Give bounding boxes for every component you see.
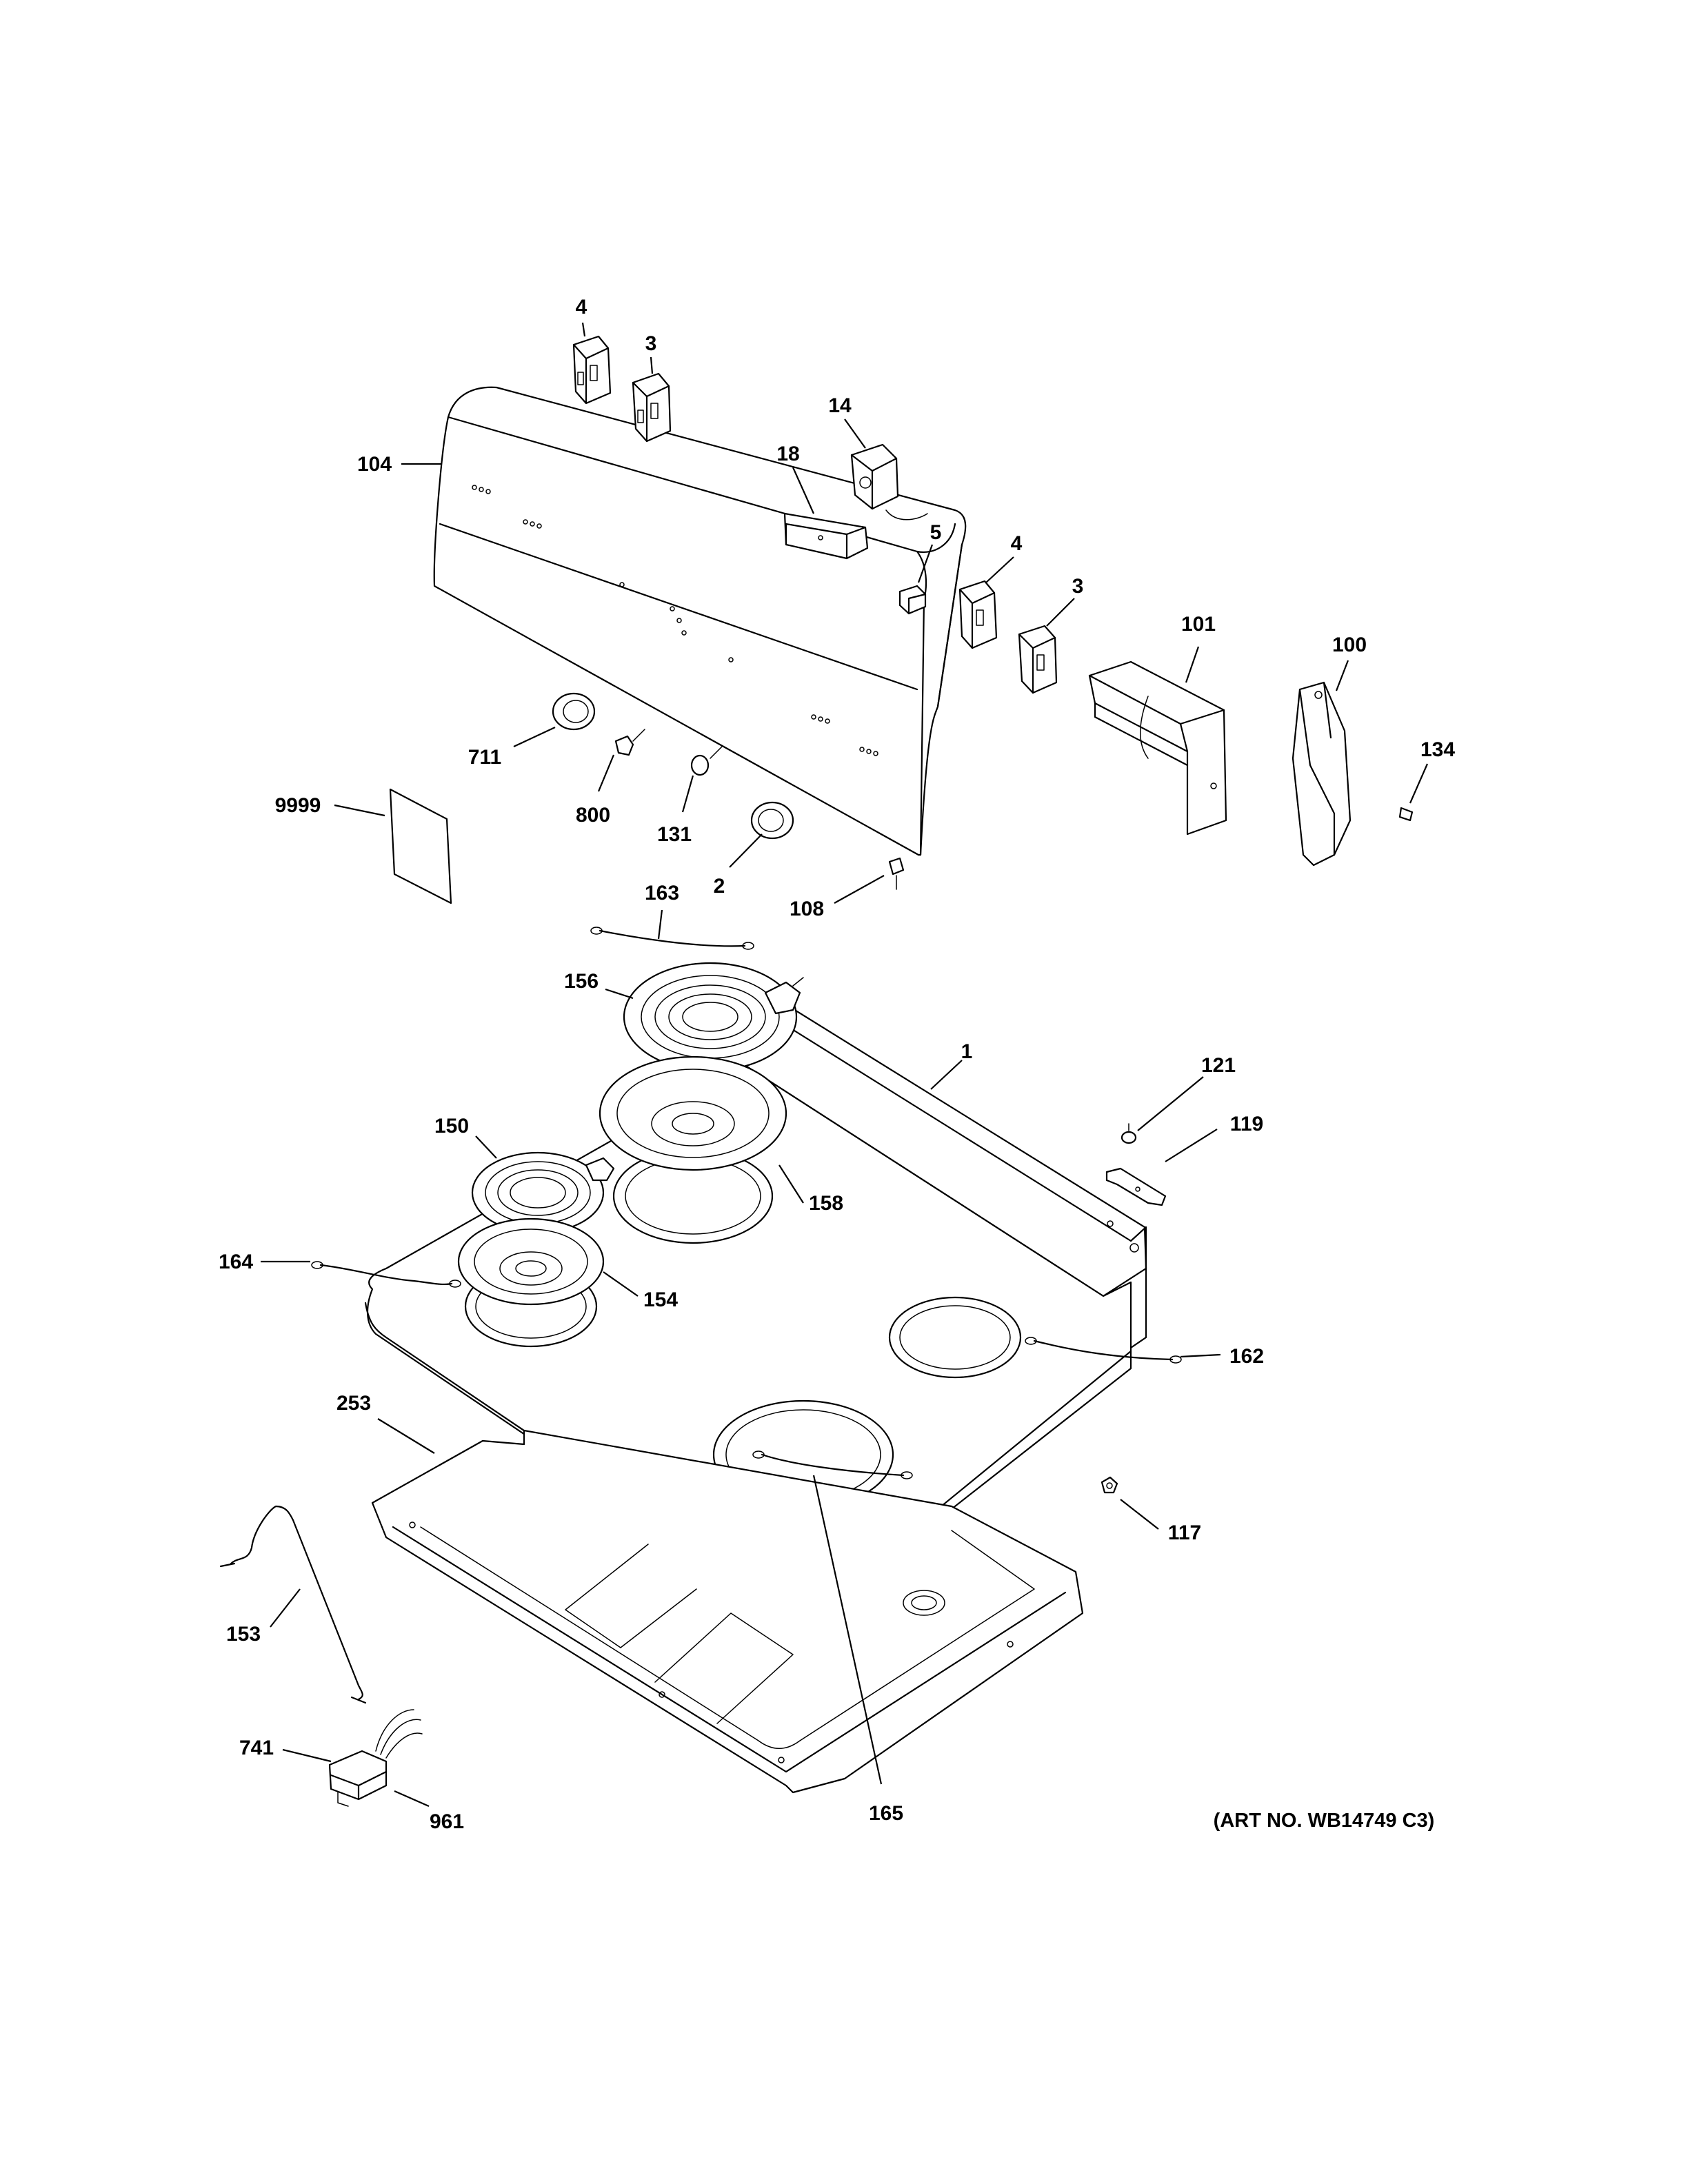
bottom-tray-253 [371, 1429, 1084, 1794]
control-panel-backsplash [433, 386, 967, 856]
bracket-100 [1292, 681, 1352, 867]
infinite-switch-3-mid [1018, 625, 1058, 694]
drip-pan-158 [599, 1055, 787, 1171]
terminal-block-741 [328, 1709, 423, 1807]
callout-1: 1 [961, 1040, 973, 1063]
callout-labels: 4 3 14 104 18 5 4 3 101 100 134 711 800 … [219, 296, 1455, 1833]
switch-5 [898, 585, 927, 615]
knob-2 [750, 801, 794, 840]
callout-121: 121 [1201, 1054, 1236, 1077]
art-number: (ART NO. WB14749 C3) [1214, 1810, 1435, 1832]
callout-253: 253 [336, 1392, 371, 1415]
callout-153: 153 [226, 1623, 261, 1646]
callout-165: 165 [869, 1802, 903, 1825]
callout-164: 164 [219, 1251, 253, 1273]
callout-131: 131 [657, 823, 692, 846]
callout-150: 150 [434, 1115, 469, 1138]
callout-117: 117 [1168, 1521, 1201, 1544]
part-800 [614, 729, 645, 756]
screw-121 [1121, 1123, 1137, 1144]
callout-800: 800 [576, 804, 610, 827]
part-108 [888, 857, 905, 890]
callout-961: 961 [430, 1810, 464, 1833]
timer-switch-14 [850, 443, 928, 520]
panel-holes [472, 485, 878, 756]
board-18 [783, 512, 869, 560]
callout-162: 162 [1229, 1345, 1264, 1368]
callout-104: 104 [357, 453, 392, 476]
hinge-119 [1105, 1167, 1167, 1206]
callout-18: 18 [776, 443, 799, 465]
knob-711 [552, 692, 596, 731]
callout-163: 163 [645, 882, 679, 904]
wire-163 [590, 927, 754, 950]
nut-117 [1101, 1476, 1118, 1494]
callout-2: 2 [714, 875, 725, 898]
callout-711: 711 [468, 746, 501, 769]
callout-4-mid: 4 [1011, 532, 1023, 555]
callout-158: 158 [809, 1192, 843, 1215]
burner-element-156 [623, 962, 804, 1072]
callout-156: 156 [564, 970, 599, 993]
callout-119: 119 [1230, 1113, 1263, 1135]
wire-153 [219, 1505, 367, 1704]
screw-134 [1398, 807, 1414, 822]
callout-14: 14 [828, 394, 852, 417]
literature-9999 [389, 788, 452, 904]
callout-154: 154 [643, 1288, 678, 1311]
part-131 [690, 745, 723, 776]
wire-162 [1025, 1337, 1182, 1364]
bracket-101 [1088, 660, 1227, 836]
infinite-switch-3-top [632, 372, 672, 443]
drip-pan-154 [457, 1217, 605, 1306]
callout-741: 741 [239, 1737, 274, 1759]
leader-lines [261, 322, 1429, 1808]
infinite-switch-4-top [572, 335, 612, 405]
callout-108: 108 [790, 898, 824, 920]
callout-4-top: 4 [576, 296, 587, 318]
wire-165 [752, 1450, 913, 1479]
callout-9999: 9999 [275, 794, 321, 817]
callout-5: 5 [930, 521, 942, 544]
infinite-switch-4-mid [958, 580, 998, 649]
wire-164 [311, 1261, 461, 1288]
callout-134: 134 [1420, 738, 1455, 761]
callout-101: 101 [1181, 613, 1216, 636]
callout-3-mid: 3 [1072, 575, 1084, 598]
callout-3-top: 3 [645, 332, 657, 355]
callout-100: 100 [1332, 634, 1367, 656]
